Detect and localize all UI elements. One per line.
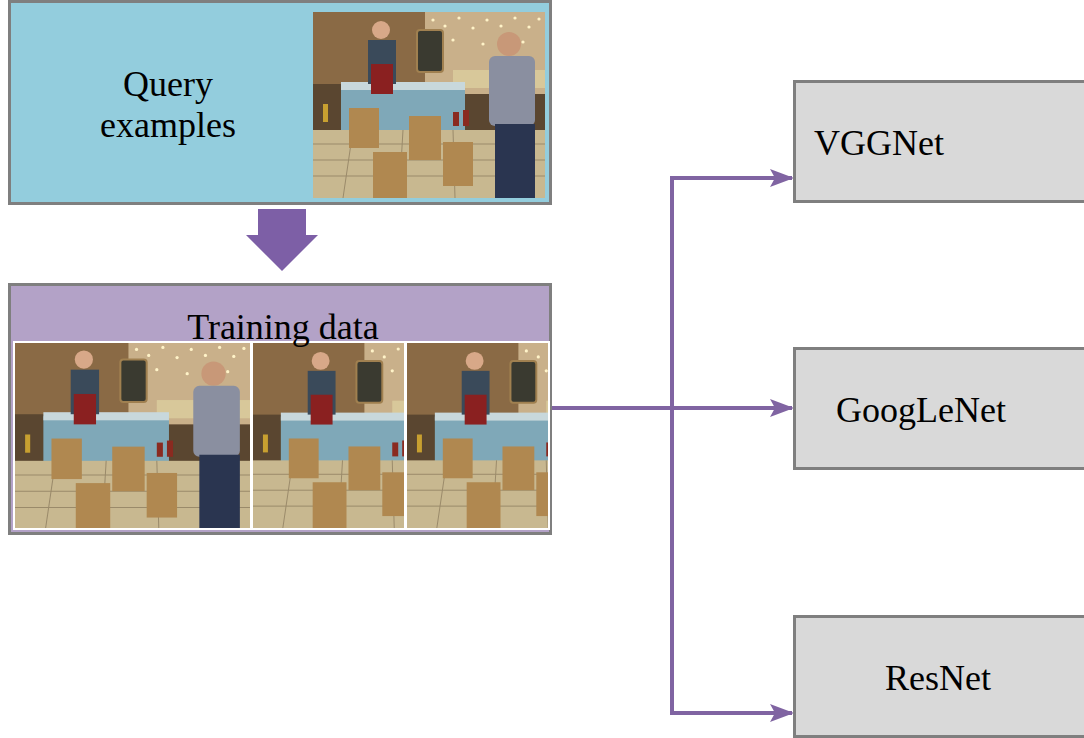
query-box: Query examples [8, 0, 552, 205]
cafe-photo [13, 341, 638, 530]
training-box: Training data [8, 283, 552, 535]
node-label: GoogLeNet [801, 390, 1041, 431]
model-box: ResNet [793, 615, 1084, 738]
model-box: GoogLeNet [793, 347, 1084, 470]
model-box: VGGNet [793, 80, 1084, 203]
connector-arrow [552, 178, 792, 408]
block-arrow [246, 209, 318, 271]
node-label: Training data [23, 307, 543, 348]
node-label: VGGNet [759, 123, 999, 164]
cafe-photo [313, 12, 545, 198]
connector-arrow [552, 408, 792, 713]
node-label: Query examples [63, 64, 273, 147]
node-label: ResNet [818, 658, 1058, 699]
